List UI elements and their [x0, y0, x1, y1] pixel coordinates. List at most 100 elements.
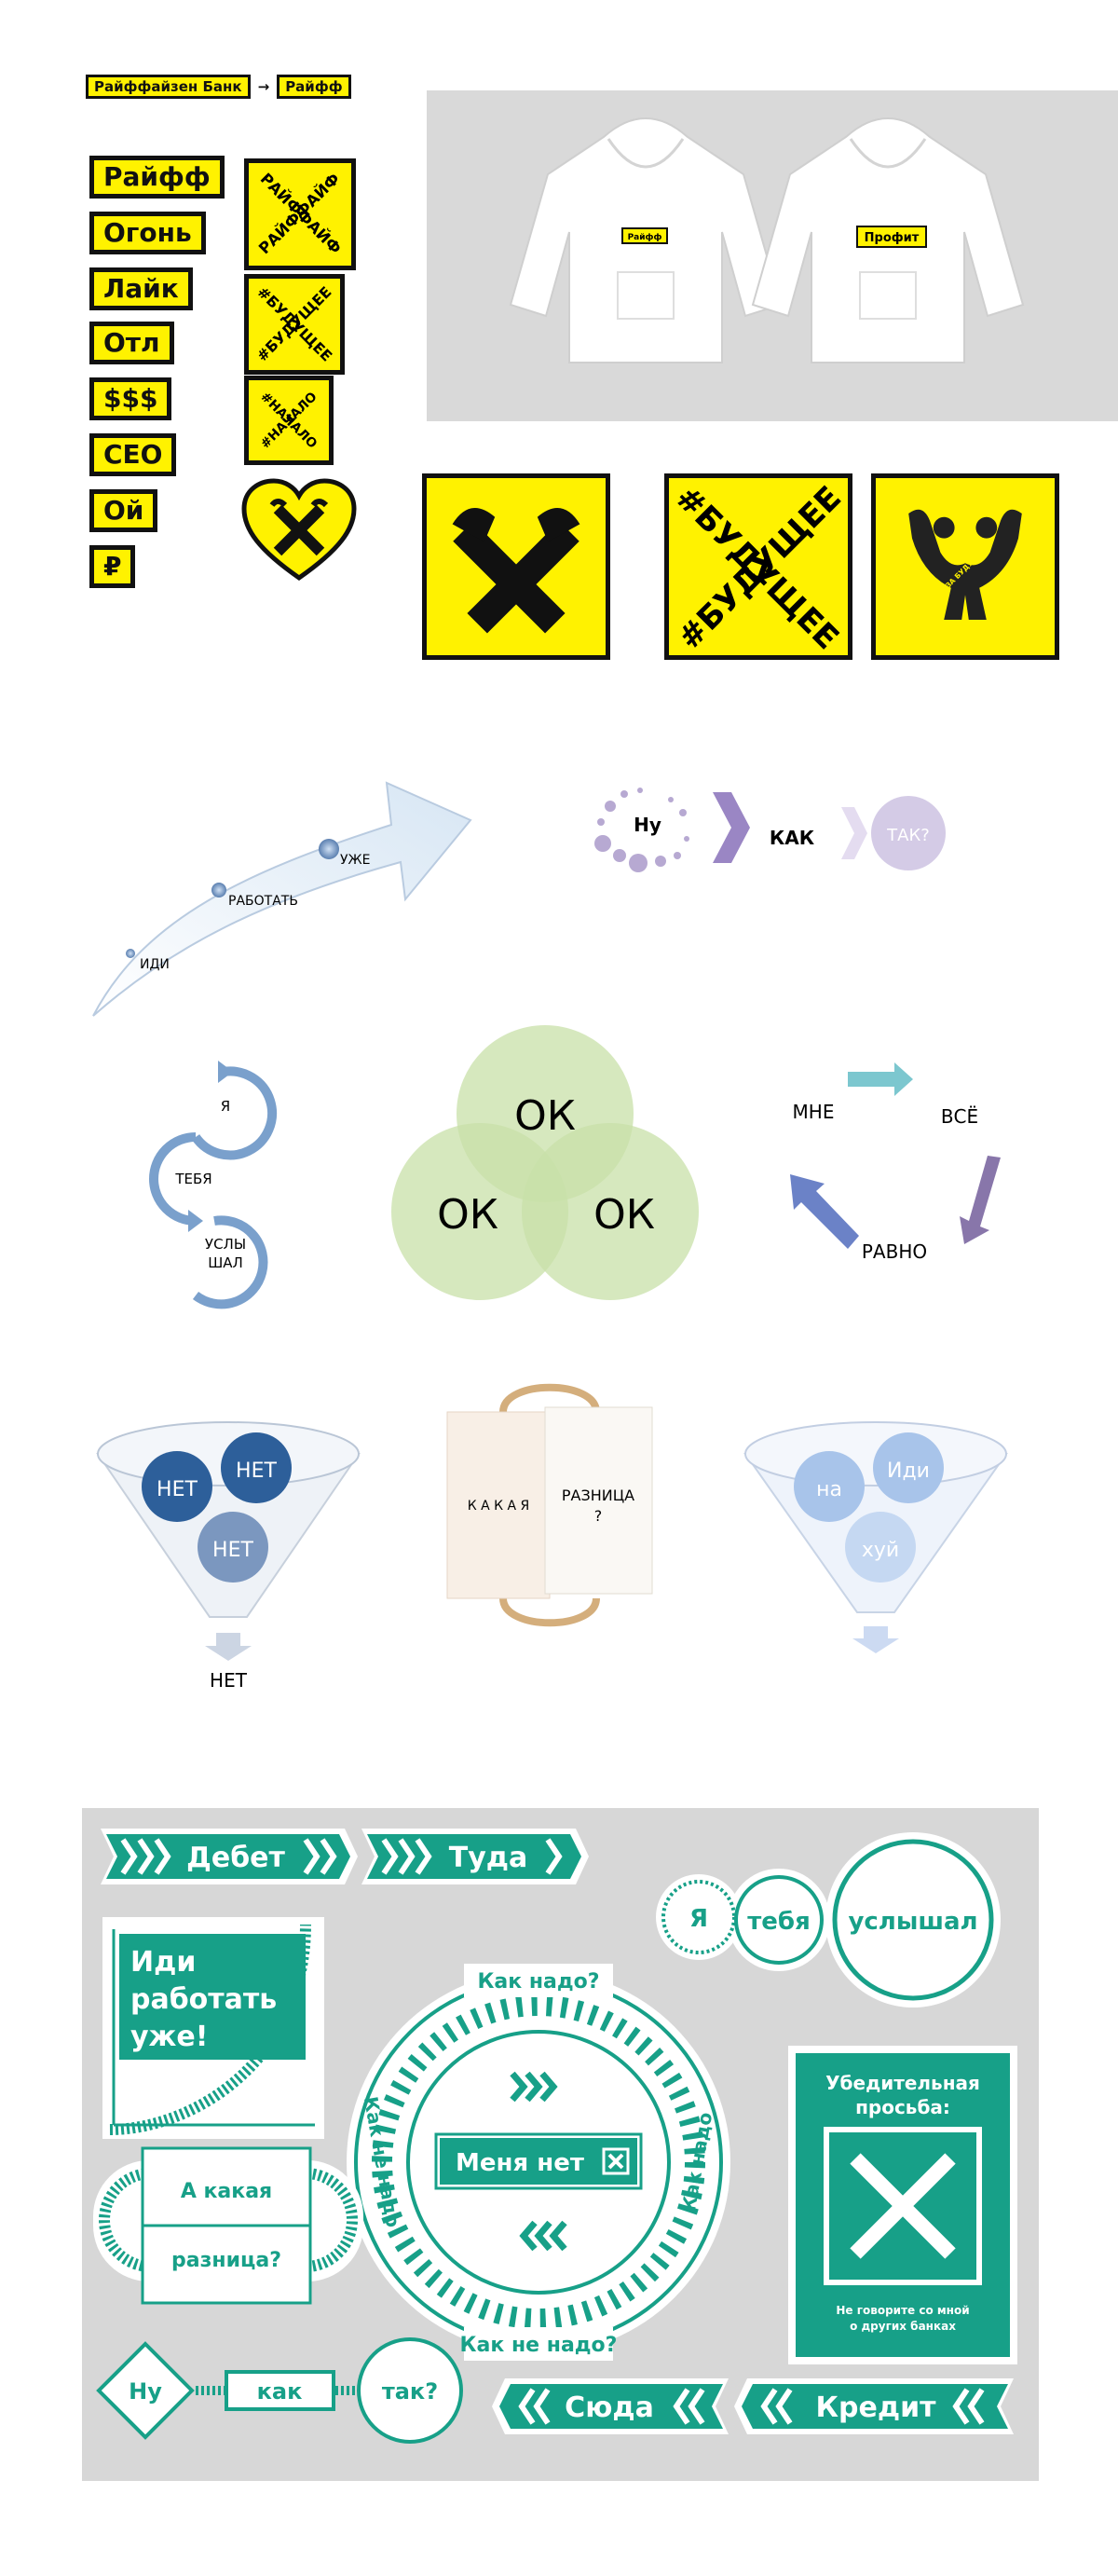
svg-text:Дебет: Дебет [186, 1842, 285, 1874]
svg-text:Профит: Профит [865, 231, 920, 245]
svg-text:Как не надо?: Как не надо? [460, 2334, 618, 2357]
cross-words-icon: #НАЧАЛО #НАЧАЛО [257, 390, 320, 452]
sticker-raiff: Райфф [89, 156, 225, 199]
svg-text:ВСЁ: ВСЁ [941, 1105, 978, 1128]
x-tile-start: #НАЧАЛО #НАЧАЛО [244, 376, 334, 465]
cross-words-icon: РАЙФФАЙФ РАЙФФАЙФ [255, 170, 345, 257]
svg-text:ОК: ОК [437, 1191, 498, 1239]
svg-text:на: на [816, 1478, 842, 1501]
heard-sticker: Я тебя услышал [656, 1832, 1001, 2007]
hoodie-panel: Райфф Профит [427, 90, 1118, 421]
request-sticker: Убедительная просьба: Не говорите со мно… [788, 2046, 1017, 2364]
growth-arrow-diagram: ИДИ РАБОТАТЬ УЖЕ [92, 781, 472, 1017]
sticker-ruble: ₽ [89, 545, 136, 589]
sticker-money: $$$ [89, 377, 172, 421]
old-name-chip: Райффайзен Банк [86, 75, 251, 99]
funnel-no-diagram: НЕТ НЕТ НЕТ НЕТ [96, 1421, 361, 1692]
how-ring-sticker: Как надо? Как не надо? Как не надо Как н… [347, 1964, 730, 2361]
hoodie-left-patch [621, 227, 668, 244]
svg-text:Кредит: Кредит [816, 2391, 937, 2424]
tuda-sticker: Туда [361, 1829, 589, 1884]
svg-text:Убедительная: Убедительная [825, 2072, 980, 2094]
new-name-chip: Райфф [277, 75, 351, 99]
svg-text:ТЕБЯ: ТЕБЯ [174, 1171, 211, 1187]
x-tile-raiff: РАЙФФАЙФ РАЙФФАЙФ [244, 158, 356, 270]
svg-text:Как надо?: Как надо? [477, 1970, 599, 1994]
svg-text:тебя: тебя [747, 1908, 811, 1936]
teal-sticker-board: Дебет Туда Я тебя услышал И [82, 1808, 1039, 2481]
svg-text:как: как [257, 2378, 303, 2405]
cross-words-icon: #БУДУЩЕЕ #БУДУЩЕЕ [253, 283, 336, 365]
svg-text:ТАК?: ТАК? [886, 826, 930, 845]
hoodies-illustration: Райфф Профит [509, 117, 1025, 363]
hoodie-right-patch [856, 226, 927, 248]
arrow-right-icon: → [257, 78, 270, 95]
svg-text:Туда: Туда [449, 1842, 528, 1874]
svg-text:МНЕ: МНЕ [793, 1101, 835, 1123]
svg-text:Я: Я [689, 1905, 708, 1933]
svg-text:работать: работать [130, 1983, 277, 2016]
raiffeisen-cross-icon [452, 508, 580, 634]
svg-text:Меня нет: Меня нет [456, 2149, 584, 2177]
go-work-sticker: Иди работать уже! [102, 1917, 324, 2139]
syuda-sticker: Сюда [492, 2378, 729, 2434]
svg-text:ШАЛ: ШАЛ [208, 1254, 243, 1271]
svg-text:А какая: А какая [181, 2180, 272, 2203]
svg-text:Не говорите со мной: Не говорите со мной [836, 2304, 969, 2317]
credit-sticker: Кредит [734, 2378, 1014, 2434]
svg-text:НЕТ: НЕТ [157, 1478, 198, 1501]
svg-text:Иди: Иди [130, 1946, 196, 1979]
svg-text:Ну: Ну [634, 814, 661, 836]
svg-text:Райфф: Райфф [628, 233, 662, 242]
svg-text:КАК: КАК [770, 827, 815, 849]
close-box-icon [602, 2147, 630, 2175]
svg-text:РАВНО: РАВНО [862, 1240, 927, 1263]
svg-text:РАБОТАТЬ: РАБОТАТЬ [228, 894, 298, 909]
difference-sticker: А какая разница? [93, 2146, 363, 2305]
sticker-oops: Ой [89, 489, 158, 533]
people-collage-icon: ЗА БУДУЩЕЕ [908, 509, 1022, 620]
svg-text:Я: Я [221, 1098, 230, 1115]
svg-text:Сюда: Сюда [565, 2391, 654, 2424]
svg-text:К А К А Я: К А К А Я [468, 1499, 530, 1514]
svg-text:услышал: услышал [848, 1908, 977, 1936]
svg-text:НЕТ: НЕТ [210, 1669, 248, 1692]
loop-chain-diagram: Я ТЕБЯ УСЛЫ ШАЛ [149, 1061, 278, 1309]
svg-text:НЕТ: НЕТ [236, 1459, 277, 1483]
process-diagram: Ну КАК ТАК? [594, 788, 946, 872]
svg-text:УЖЕ: УЖЕ [340, 853, 370, 868]
svg-text:так?: так? [382, 2378, 438, 2405]
svg-text:уже!: уже! [130, 2021, 208, 2053]
svg-text:о других банках: о других банках [850, 2320, 956, 2333]
sticker-fire: Огонь [89, 212, 206, 255]
svg-text:НЕТ: НЕТ [212, 1539, 253, 1562]
cross-words-icon: #БУДУЩЕЕ #БУДУЩЕЕ [669, 479, 848, 655]
rebrand-note: Райффайзен Банк → Райфф [86, 75, 351, 99]
svg-text:Иди: Иди [887, 1459, 930, 1483]
svg-text:ОК: ОК [593, 1191, 655, 1239]
big-tile-future: #БУДУЩЕЕ #БУДУЩЕЕ [664, 473, 852, 660]
balance-diagram: К А К А Я РАЗНИЦА ? [446, 1383, 653, 1627]
svg-text:УСЛЫ: УСЛЫ [205, 1236, 246, 1253]
sticker-ceo: CEO [89, 433, 177, 477]
svg-text:ИДИ: ИДИ [140, 957, 170, 972]
svg-text:РАЗНИЦА: РАЗНИЦА [562, 1487, 634, 1504]
heart-logo-icon [241, 478, 357, 582]
teal-stickers: Дебет Туда Я тебя услышал И [93, 1829, 1017, 2444]
debet-sticker: Дебет [101, 1829, 358, 1884]
svg-text:?: ? [594, 1507, 603, 1525]
svg-text:разница?: разница? [171, 2249, 281, 2272]
svg-text:хуй: хуй [862, 1539, 899, 1562]
big-tile-photo: ЗА БУДУЩЕЕ [871, 473, 1059, 660]
svg-text:просьба:: просьба: [855, 2096, 950, 2118]
sticker-ok: Отл [89, 322, 174, 365]
big-tile-logo [422, 473, 610, 660]
svg-text:Ну: Ну [129, 2378, 162, 2405]
svg-text:ОК: ОК [514, 1092, 576, 1140]
how-so-sticker: Ну как так? [96, 2337, 463, 2444]
sticker-like: Лайк [89, 267, 193, 311]
cycle-diagram: МНЕ ВСЁ РАВНО [790, 1062, 1001, 1263]
x-tile-future: #БУДУЩЕЕ #БУДУЩЕЕ [244, 274, 345, 375]
funnel-go-diagram: на Иди хуй [743, 1421, 1008, 1653]
venn-diagram: ОК ОК ОК [391, 1025, 699, 1300]
